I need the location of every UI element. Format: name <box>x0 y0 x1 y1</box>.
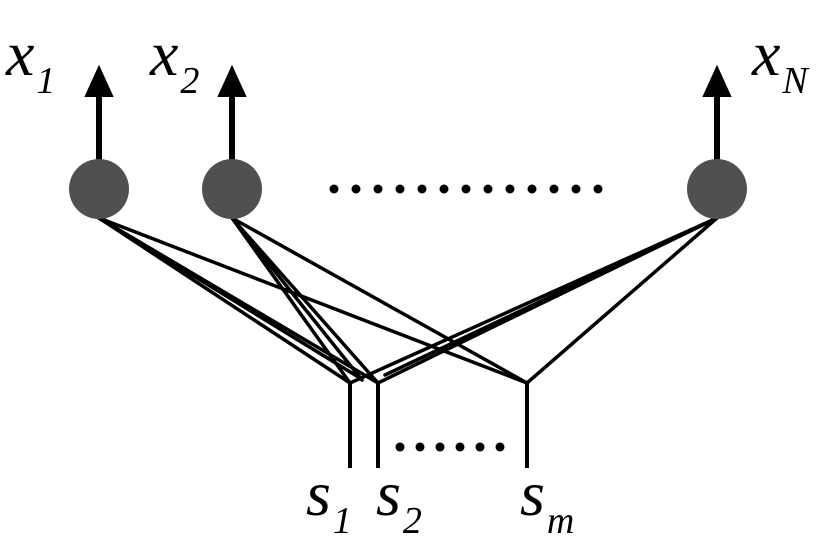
input-ellipsis <box>395 442 505 452</box>
output-label-x1-symbol: x <box>6 18 35 89</box>
connection-n1-s2 <box>97 216 380 385</box>
connection-n2-s1a <box>230 216 352 385</box>
output-label-xN-symbol: x <box>752 18 781 89</box>
connection-n2-sm <box>230 216 529 385</box>
input-label-sm: sm <box>520 462 574 541</box>
output-label-xN-subscript: N <box>782 60 808 102</box>
input-label-sm-subscript: m <box>546 500 575 542</box>
input-label-s2-subscript: 2 <box>402 500 422 542</box>
node-ellipsis <box>329 184 603 194</box>
neuron-node-N <box>687 159 747 219</box>
input-label-s1: s1 <box>306 462 352 541</box>
output-label-x2: x2 <box>150 22 199 101</box>
output-label-x1: x1 <box>6 22 55 101</box>
input-label-s2-symbol: s <box>376 458 401 529</box>
input-label-s1-symbol: s <box>306 458 331 529</box>
output-label-x2-symbol: x <box>150 18 179 89</box>
output-label-xN: xN <box>752 22 808 101</box>
input-label-s1-subscript: 1 <box>332 500 352 542</box>
input-label-sm-symbol: s <box>520 458 545 529</box>
output-arrowhead-x2 <box>217 64 247 97</box>
connection-n2-s2 <box>230 216 380 385</box>
output-label-x2-subscript: 2 <box>180 60 200 102</box>
connections <box>97 216 719 385</box>
input-label-s2: s2 <box>376 462 422 541</box>
output-arrowhead-x1 <box>84 64 114 97</box>
neuron-node-2 <box>202 159 262 219</box>
output-arrows <box>84 64 732 160</box>
neuron-node-1 <box>69 159 129 219</box>
neuron-nodes <box>69 159 747 219</box>
output-label-x1-subscript: 1 <box>36 60 56 102</box>
input-stems <box>348 383 529 468</box>
connection-nN-s2b <box>383 216 719 377</box>
connection-nN-sm <box>525 216 719 385</box>
connection-n1-sm <box>97 216 529 385</box>
output-arrowhead-xN <box>702 64 732 97</box>
